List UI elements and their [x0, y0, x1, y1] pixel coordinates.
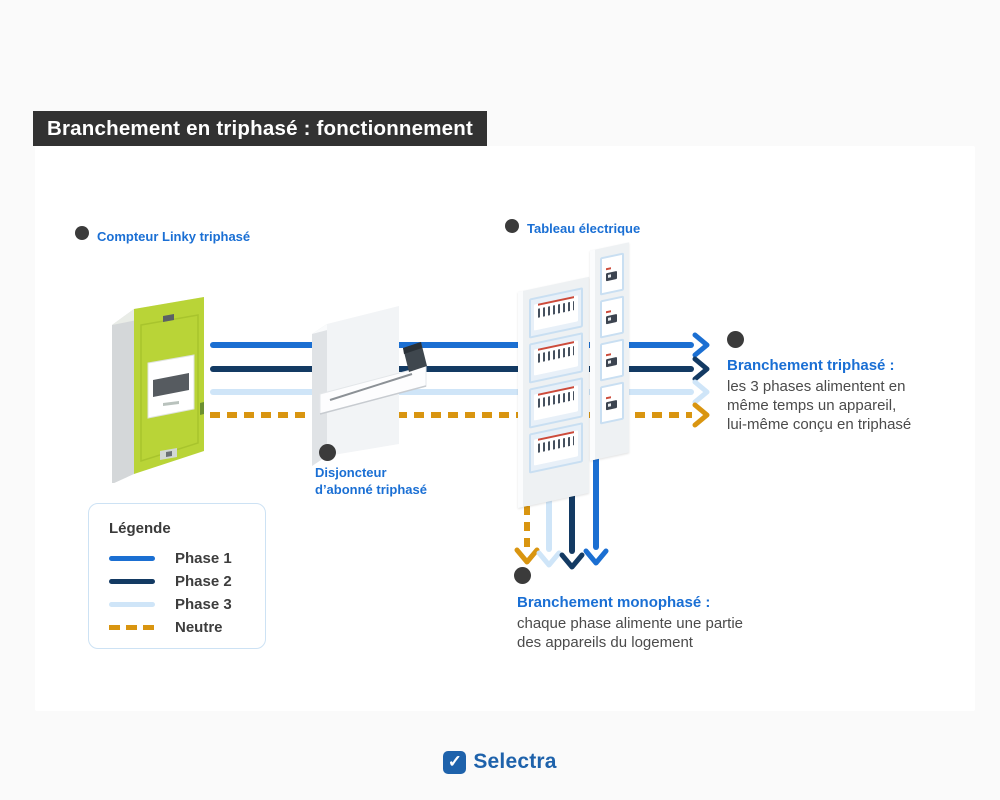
monophase-title: Branchement monophasé : [517, 594, 711, 611]
panel-module-wide [529, 332, 583, 384]
triphase-callout: Branchement triphasé : les 3 phases alim… [727, 357, 911, 434]
legend-title: Légende [109, 520, 171, 537]
bullet-dot-icon [75, 226, 89, 240]
panel-module-narrow [600, 338, 624, 382]
arrowhead-right-phase3-icon [692, 379, 710, 405]
page-title: Branchement en triphasé : fonctionnement [33, 111, 488, 146]
wire-phase3-horizontal [210, 389, 694, 395]
legend-item-label: Phase 1 [175, 550, 232, 567]
legend-item-label: Phase 3 [175, 596, 232, 613]
legend-item-phase1: Phase 1 [89, 547, 265, 570]
panel-module-narrow [600, 295, 624, 339]
phase3-line-swatch [109, 602, 155, 607]
neutral-line-swatch [109, 625, 155, 630]
panel-module-narrow [600, 252, 624, 296]
wire-phase2-vertical [569, 450, 575, 554]
linky-meter-illustration [112, 297, 204, 483]
main-breaker-illustration [312, 306, 427, 466]
arrowhead-down-phase3-icon [536, 550, 562, 568]
wire-phase1-vertical [593, 441, 599, 550]
legend-box: Légende Phase 1 Phase 2 Phase 3 Neutre [88, 503, 266, 649]
breaker-label: Disjoncteur d’abonné triphasé [315, 464, 427, 498]
bullet-dot-icon [505, 219, 519, 233]
triphase-line2: même temps un appareil, [727, 397, 897, 414]
breaker-label-line2: d’abonné triphasé [315, 482, 427, 497]
arrowhead-down-phase2-icon [559, 552, 585, 570]
arrowhead-right-phase2-icon [692, 356, 710, 382]
triphase-line1: les 3 phases alimentent en [727, 378, 906, 395]
breaker-label-line1: Disjoncteur [315, 465, 387, 480]
bullet-dot-icon [319, 444, 336, 461]
wire-neutral-horizontal [210, 412, 692, 418]
panel-module-wide [529, 377, 583, 429]
legend-item-label: Phase 2 [175, 573, 232, 590]
bullet-dot-icon [727, 331, 744, 348]
panel-module-wide [529, 422, 583, 474]
bullet-dot-icon [514, 567, 531, 584]
brand-name: Selectra [473, 750, 557, 773]
monophase-line2: des appareils du logement [517, 634, 693, 651]
legend-item-label: Neutre [175, 619, 223, 636]
phase1-line-swatch [109, 556, 155, 561]
arrowhead-right-phase1-icon [692, 332, 710, 358]
triphase-title: Branchement triphasé : [727, 357, 895, 374]
panel-module-wide [529, 287, 583, 339]
arrowhead-down-phase1-icon [583, 548, 609, 566]
arrowhead-down-neutral-icon [514, 547, 540, 565]
phase2-line-swatch [109, 579, 155, 584]
legend-item-phase2: Phase 2 [89, 570, 265, 593]
panel-module-narrow [600, 381, 624, 425]
legend-item-neutral: Neutre [89, 616, 265, 639]
panel-label: Tableau électrique [527, 221, 641, 236]
panel-rail-wide [518, 276, 589, 508]
panel-rail-narrow [590, 242, 629, 461]
footer-brand: ✓ Selectra [0, 750, 1000, 774]
wire-phase2-horizontal [210, 366, 694, 372]
wire-neutral-vertical [524, 490, 530, 550]
electrical-panel-illustration [518, 242, 629, 510]
wire-phase3-vertical [546, 472, 552, 552]
selectra-check-icon: ✓ [443, 750, 467, 774]
legend-item-phase3: Phase 3 [89, 593, 265, 616]
wire-phase1-horizontal [210, 342, 694, 348]
monophase-line1: chaque phase alimente une partie [517, 615, 743, 632]
meter-label: Compteur Linky triphasé [97, 229, 251, 244]
monophase-callout: Branchement monophasé : chaque phase ali… [517, 594, 743, 652]
triphase-line3: lui-même conçu en triphasé [727, 416, 912, 433]
arrowhead-right-neutral-icon [692, 402, 710, 428]
